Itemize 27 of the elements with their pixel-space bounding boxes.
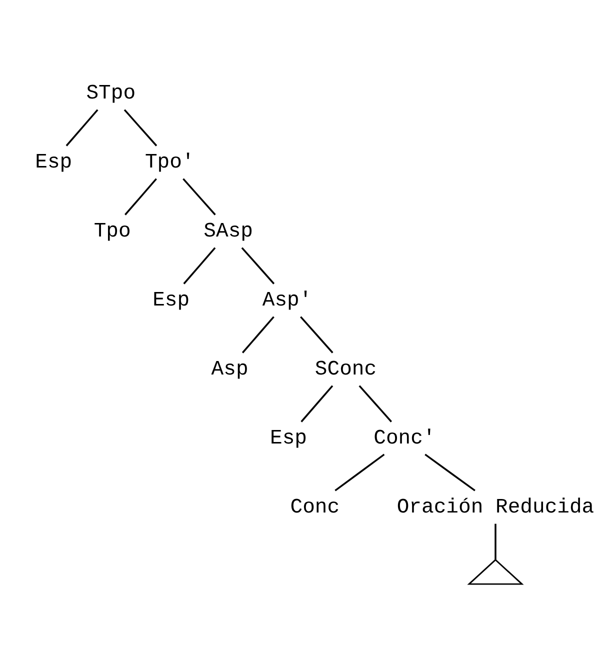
node-text: Esp [35,150,72,174]
connector [424,453,476,491]
node-text: Tpo [94,220,131,243]
connector [124,108,158,146]
connector [494,523,496,560]
connector [334,453,385,491]
connector [242,316,274,353]
connector [300,316,334,353]
node-text: STpo [86,82,136,105]
connector [241,246,275,284]
node-text: SConc [314,358,377,381]
node-text: Oración Reducida [396,496,594,519]
node-text: Esp [152,288,190,312]
node-text: SAsp [204,220,253,243]
node-triangle [467,558,524,584]
node-text: Tpo' [144,150,194,174]
connector [182,178,216,215]
node-text: Esp [270,426,308,450]
connector [300,384,334,422]
connector [183,246,216,284]
node-text: Asp' [262,288,312,312]
node-text: Conc [290,496,340,519]
node-text: Asp [211,358,248,381]
connector [358,384,392,422]
node-text: Conc' [374,426,436,450]
connector [66,108,98,146]
connector [124,178,157,215]
